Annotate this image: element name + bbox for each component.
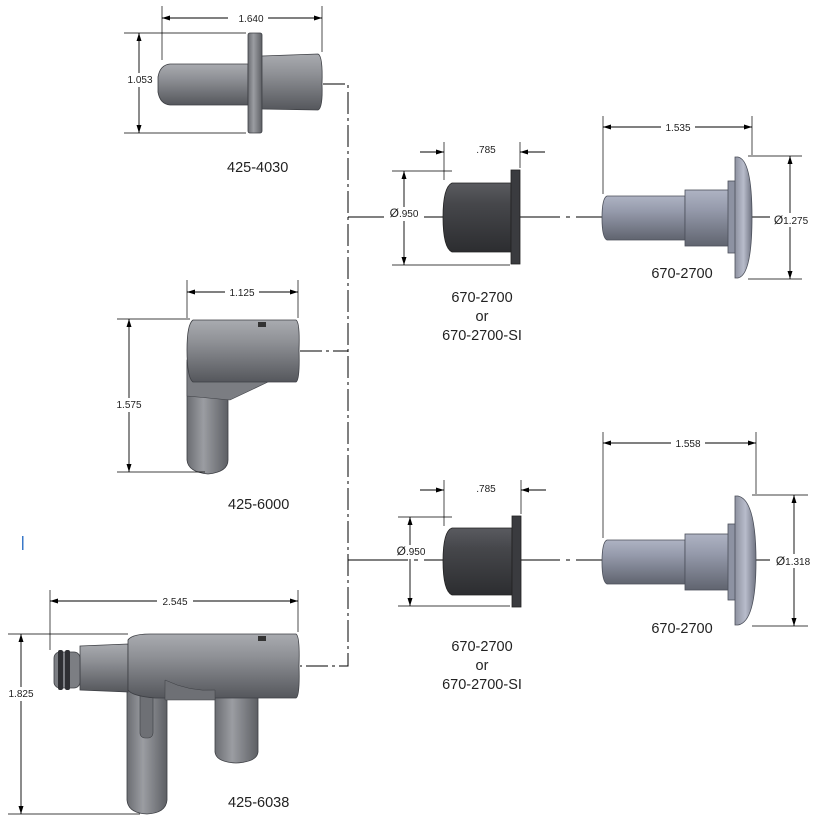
dim-425-6038-width: 2.545	[162, 597, 187, 608]
part-425-6038: 2.545 1.825 425-6038	[4, 590, 300, 815]
dim-probe-lower-diameter: Ø1.318	[776, 554, 811, 568]
part-425-6000-body	[186, 319, 300, 475]
dim-425-4030-width: 1.640	[238, 14, 263, 25]
label-sleeve-lower-line3: 670-2700-SI	[442, 677, 522, 693]
dim-probe-lower-width: 1.558	[675, 439, 700, 450]
label-425-6000: 425-6000	[228, 497, 289, 513]
part-425-4030: 1.640 1.053 425-4030	[124, 6, 323, 176]
label-sleeve-upper-line2: or	[476, 309, 489, 325]
dim-sleeve-upper-width: .785	[476, 145, 496, 156]
dim-sleeve-lower-diameter: Ø.950	[397, 544, 426, 558]
probe-lower: 1.558 Ø1.318 670-2700	[601, 432, 814, 637]
label-probe-upper: 670-2700	[651, 266, 712, 282]
dim-sleeve-upper-diameter: Ø.950	[390, 206, 419, 220]
dim-probe-upper-diameter: Ø1.275	[774, 213, 809, 227]
label-sleeve-lower-line1: 670-2700	[451, 639, 512, 655]
part-425-6038-body	[53, 633, 300, 815]
dim-425-6000-width: 1.125	[229, 288, 254, 299]
label-425-4030: 425-4030	[227, 160, 288, 176]
dim-425-6038-height: 1.825	[8, 689, 33, 700]
label-sleeve-upper-line1: 670-2700	[451, 290, 512, 306]
part-425-4030-body	[157, 32, 323, 134]
dim-425-4030-height: 1.053	[127, 75, 152, 86]
dim-sleeve-lower-width: .785	[476, 484, 496, 495]
label-425-6038: 425-6038	[228, 795, 289, 811]
part-425-6000: 1.125 1.575 425-6000	[113, 280, 300, 513]
label-sleeve-lower-line2: or	[476, 658, 489, 674]
dim-probe-upper-width: 1.535	[665, 123, 690, 134]
label-sleeve-upper-line3: 670-2700-SI	[442, 328, 522, 344]
sleeve-upper: .785 Ø.950 670-2700 or 670-2700-SI	[384, 142, 545, 344]
sleeve-lower: .785 Ø.950 670-2700 or 670-2700-SI	[390, 480, 546, 693]
text-cursor-marker	[22, 536, 24, 550]
probe-upper: 1.535 Ø1.275 670-2700	[601, 116, 812, 282]
label-probe-lower: 670-2700	[651, 621, 712, 637]
dim-425-6000-height: 1.575	[116, 400, 141, 411]
